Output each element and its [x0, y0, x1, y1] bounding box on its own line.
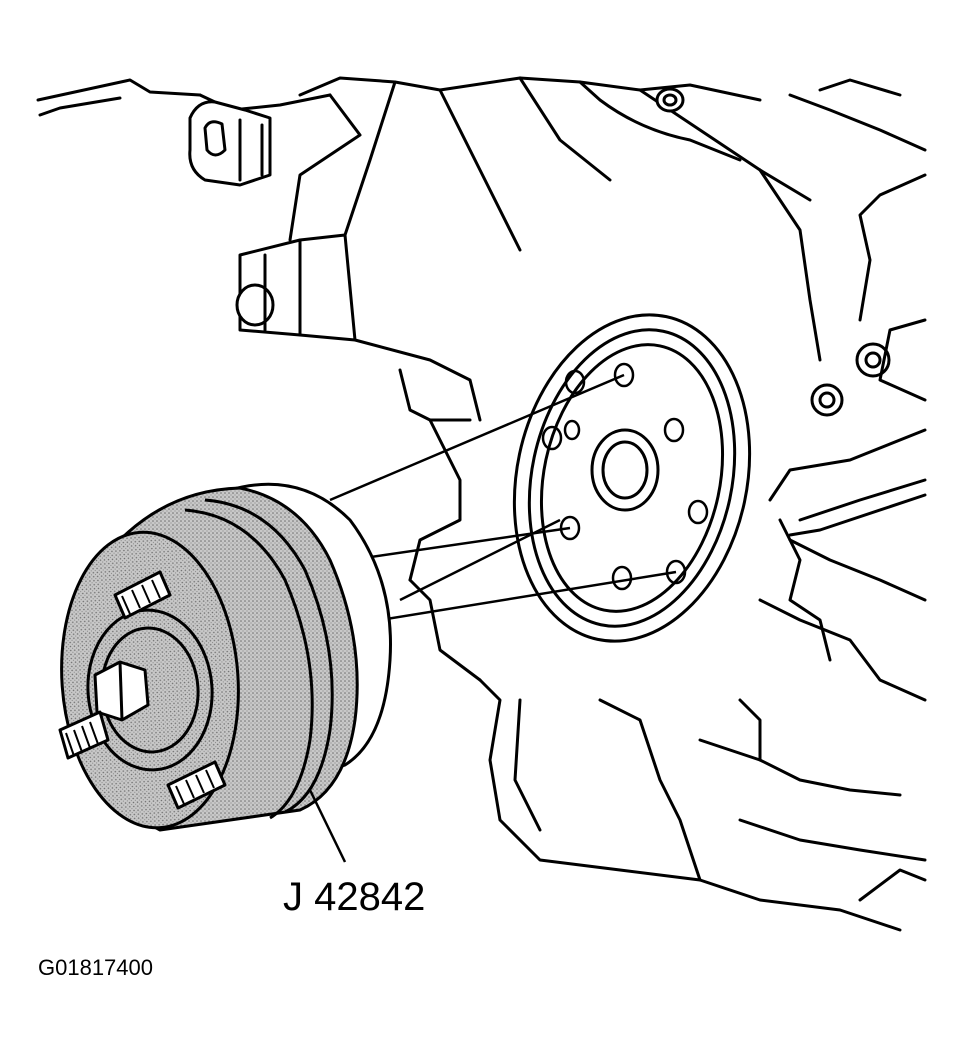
- center-nut: [93, 660, 150, 722]
- tool-callout: J 42842: [283, 789, 425, 919]
- lower-threaded-bolt: [166, 760, 227, 810]
- alignment-lines: [329, 373, 677, 622]
- mounting-boss-left: [235, 233, 357, 342]
- tool-label: J 42842: [283, 875, 425, 919]
- engine-block: [36, 76, 927, 932]
- callout-leader-line: [308, 789, 347, 863]
- crank-seal-hub: [590, 428, 660, 512]
- bolt-right-middle: [810, 383, 844, 417]
- crankshaft-flange: [512, 313, 752, 643]
- bolt-top-right: [655, 87, 685, 113]
- upper-threaded-bolt: [113, 570, 172, 620]
- figure-id: G01817400: [38, 955, 153, 980]
- seal-installer-tool: [58, 482, 392, 832]
- flange-bolt-holes: [541, 362, 709, 591]
- sensor-bracket: [188, 100, 272, 187]
- center-threaded-stud: [58, 710, 110, 760]
